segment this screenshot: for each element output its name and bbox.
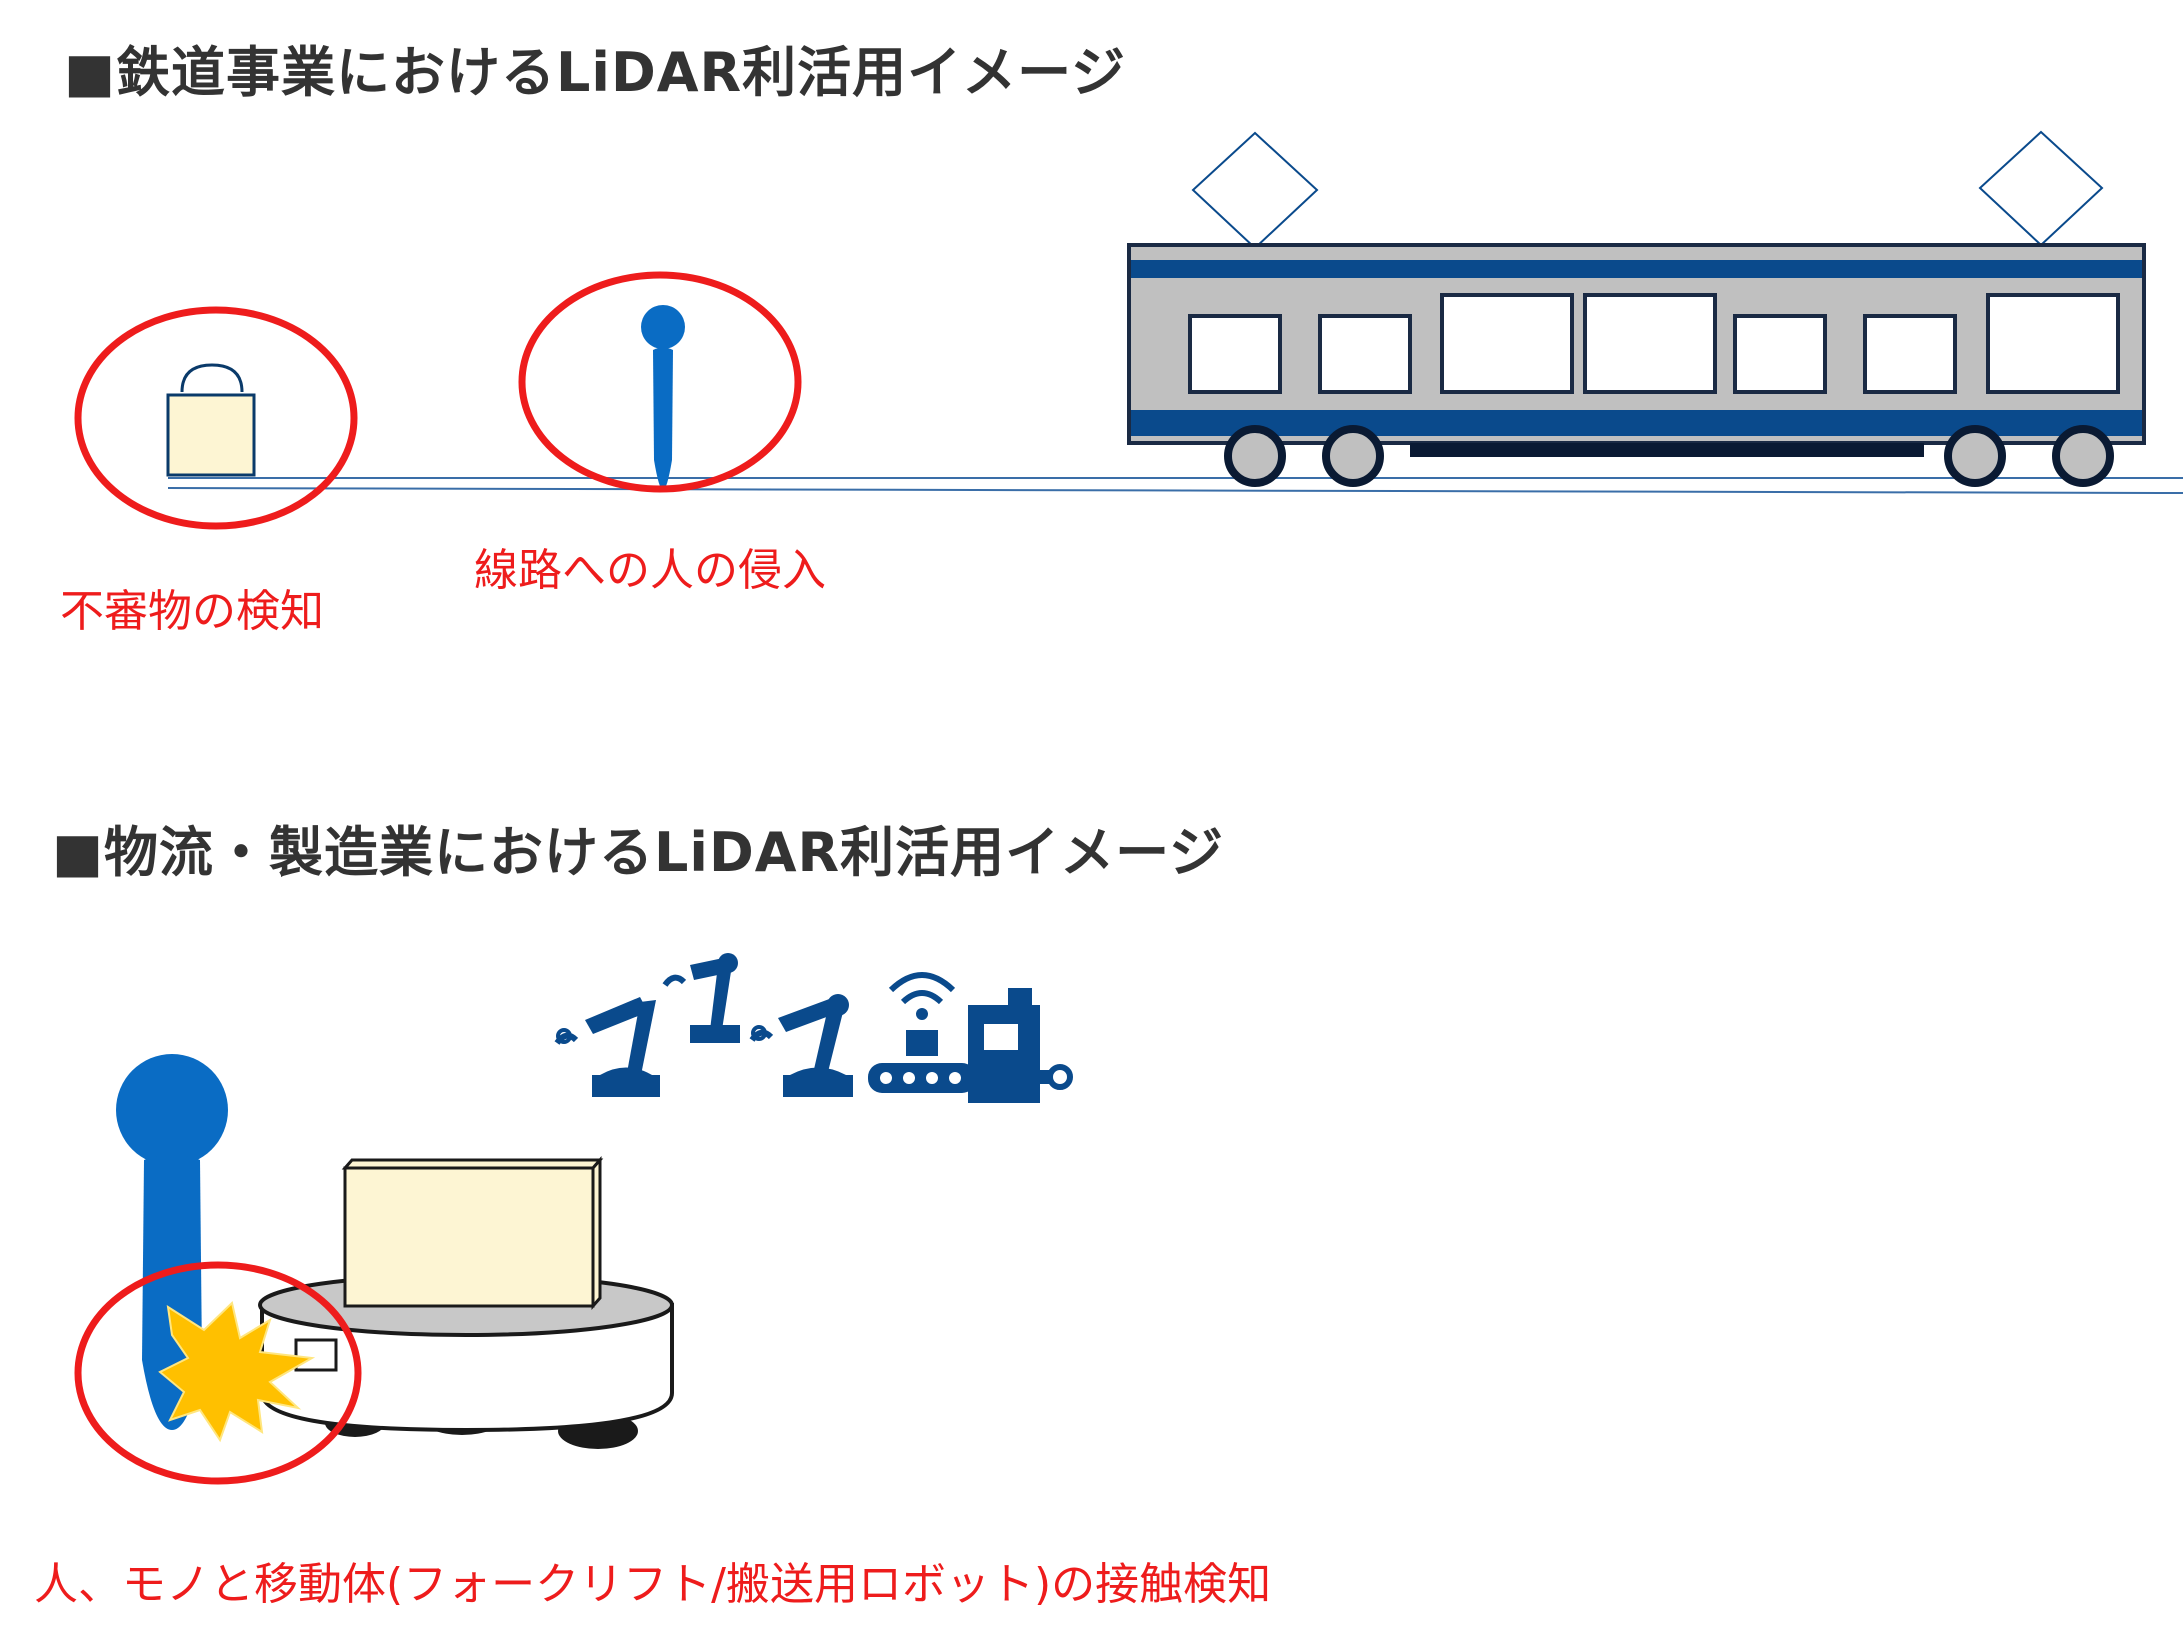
- obstacle-detection-caption: 不審物の検知: [60, 586, 324, 637]
- collision-burst-icon: [158, 1301, 316, 1443]
- conveyor-wifi-icon: [868, 972, 976, 1093]
- contact-detection-caption: 人、モノと移動体(フォークリフト/搬送用ロボット)の接触検知: [34, 1559, 1272, 1610]
- railway-track: [167, 477, 2183, 494]
- railway-heading: ■鉄道事業におけるLiDAR利活用イメージ: [64, 41, 1127, 104]
- factory-robot-arm-icon: [554, 997, 660, 1097]
- factory-robot-arm-icon: [662, 953, 740, 1043]
- suspicious-object-icon: [166, 363, 256, 477]
- cargo-box-icon: [341, 1156, 604, 1310]
- contact-highlight-ring: [74, 1261, 362, 1485]
- track-intrusion-caption: 線路への人の侵入: [474, 545, 826, 596]
- obstacle-highlight-ring: [74, 306, 358, 530]
- person-on-track-icon: [641, 305, 685, 490]
- logistics-heading: ■物流・製造業におけるLiDAR利活用イメージ: [52, 821, 1225, 884]
- intrusion-highlight-ring: [518, 271, 802, 493]
- train-icon: [1127, 130, 2146, 487]
- factory-machine-icon: [968, 988, 1073, 1103]
- factory-robot-arm-icon: [749, 994, 853, 1097]
